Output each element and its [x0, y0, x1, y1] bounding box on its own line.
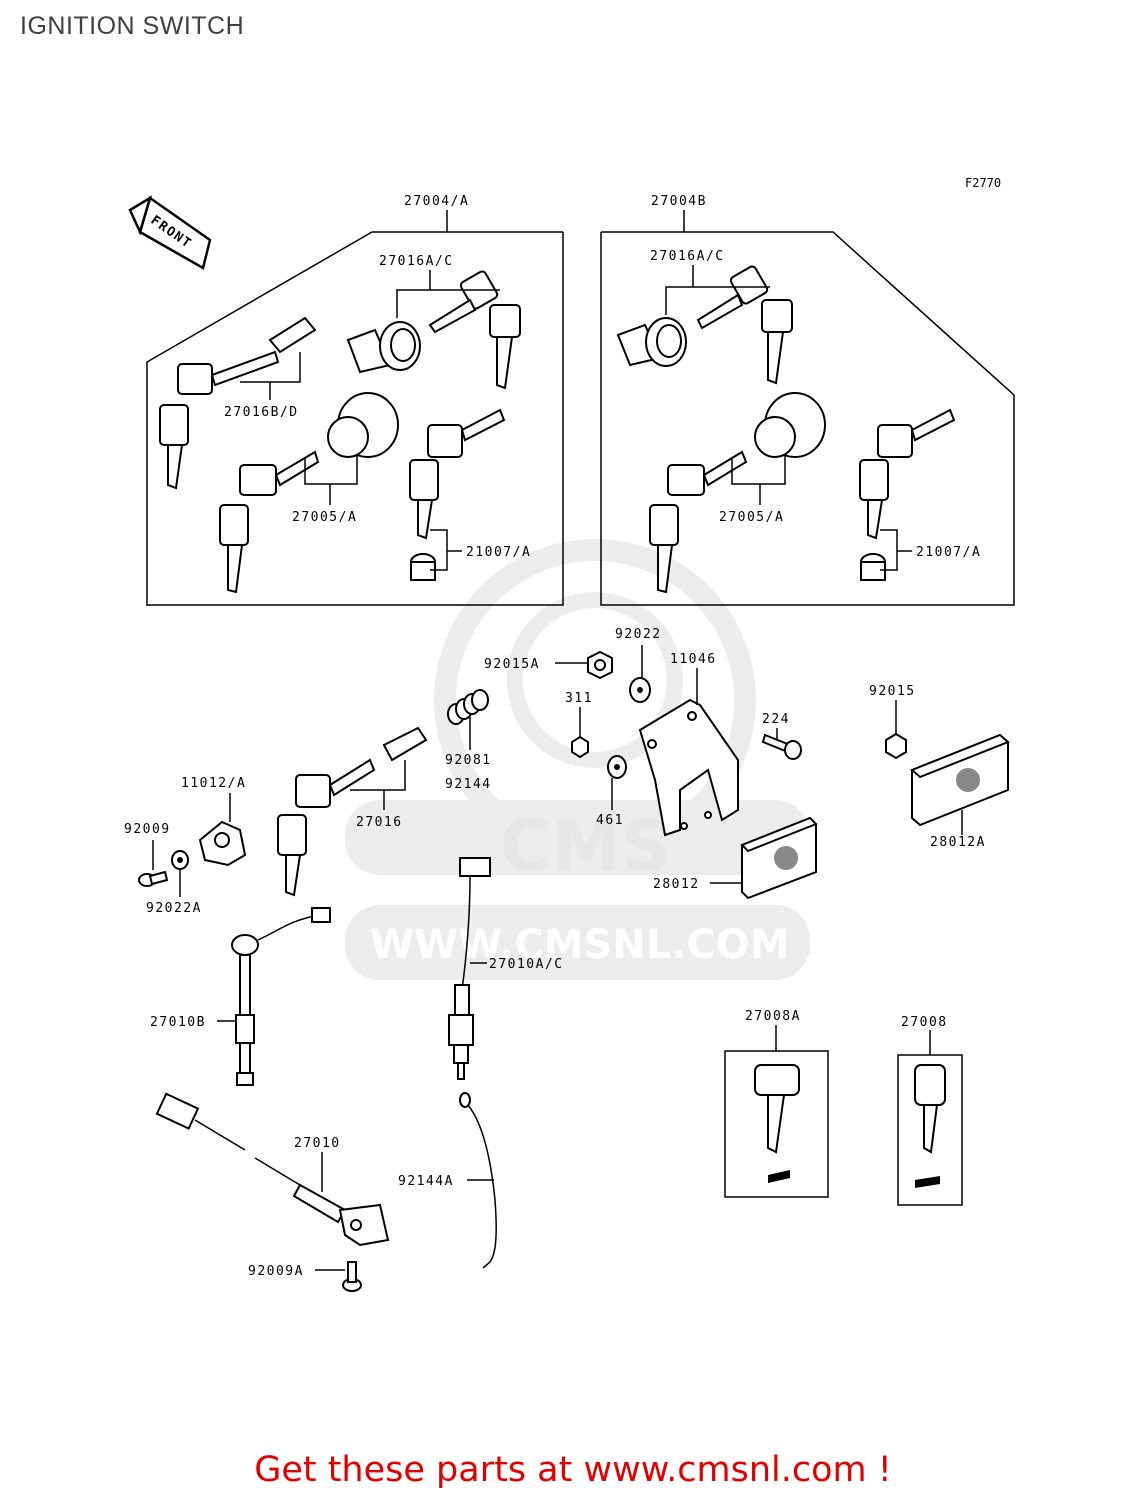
label-92015: 92015 [869, 684, 916, 699]
label-27010: 27010 [294, 1136, 341, 1151]
label-92015a: 92015A [484, 657, 540, 672]
label-27005a-right: 27005/A [719, 510, 784, 525]
label-21007a-left: 21007/A [466, 545, 531, 560]
lock-cylinder-27016bd [268, 316, 317, 354]
label-224: 224 [762, 712, 790, 727]
cap-21007a-left [410, 553, 436, 581]
key-pair-27016ac-left [428, 270, 521, 390]
label-92009: 92009 [124, 822, 171, 837]
key-pair-27005a-left [219, 450, 320, 594]
label-92144a: 92144A [398, 1174, 454, 1189]
label-11012a: 11012/A [181, 776, 246, 791]
label-27016: 27016 [356, 815, 403, 830]
switch-27010b [231, 907, 331, 1086]
label-28012: 28012 [653, 877, 700, 892]
label-27004-a: 27004/A [404, 194, 469, 209]
label-21007a-right: 21007/A [916, 545, 981, 560]
reflector-28012 [740, 816, 818, 900]
ignition-cylinder-left [346, 321, 421, 374]
footer-promo[interactable]: Get these parts at www.cmsnl.com ! [254, 1450, 892, 1490]
switch-27010ac [448, 857, 491, 1080]
front-arrow-icon: FRONT [128, 195, 212, 270]
label-28012a: 28012A [930, 835, 986, 850]
spring-92081 [447, 689, 489, 725]
key-pair-21007a-left [409, 408, 506, 540]
seat-lock-27005a-left [327, 392, 399, 458]
switch-27010 [155, 1092, 390, 1247]
label-461: 461 [596, 813, 624, 828]
washer-461 [607, 755, 627, 779]
label-27016ac-left: 27016A/C [379, 254, 454, 269]
label-27016bd: 27016B/D [224, 405, 299, 420]
label-311: 311 [565, 691, 593, 706]
washer-92022 [629, 677, 651, 703]
label-27010ac: 27010A/C [489, 957, 564, 972]
nut-92015a [587, 650, 613, 680]
label-27008a: 27008A [745, 1009, 801, 1024]
label-27004b: 27004B [651, 194, 707, 209]
key-pair-27016bd [159, 350, 280, 490]
label-92144: 92144 [445, 777, 492, 792]
screw-92009a [342, 1261, 362, 1292]
figure-code: F2770 [965, 176, 1002, 190]
cable-92144a [459, 1092, 497, 1269]
lock-cylinder-27016 [382, 726, 428, 762]
cap-21007a-right [860, 553, 886, 581]
bracket-11046 [638, 698, 739, 837]
seat-lock-27005a-right [754, 392, 826, 458]
label-92022a: 92022A [146, 901, 202, 916]
washer-92022a [171, 850, 189, 870]
nut-311 [571, 735, 589, 759]
label-27005a-left: 27005/A [292, 510, 357, 525]
watermark: CMS WWW.CMSNL.COM [345, 539, 810, 980]
nut-92015 [885, 732, 907, 760]
ignition-cylinder-right [616, 317, 687, 367]
watermark-logo: CMS [500, 805, 671, 887]
cover-11012a [198, 820, 247, 867]
label-27008: 27008 [901, 1015, 948, 1030]
label-27010b: 27010B [150, 1015, 206, 1030]
label-92009a: 92009A [248, 1264, 304, 1279]
watermark-url: WWW.CMSNL.COM [370, 922, 790, 968]
label-11046: 11046 [670, 652, 717, 667]
key-plate-27008 [897, 1054, 963, 1206]
reflector-28012a [910, 733, 1010, 827]
bolt-224 [761, 733, 802, 760]
key-pair-27016ac-right [696, 265, 793, 385]
key-pair-27016 [277, 758, 376, 897]
key-pair-21007a-right [859, 408, 956, 540]
set-box-27004b: 27004B [600, 194, 1015, 606]
key-plate-27008a [724, 1050, 829, 1198]
key-pair-27005a-right [649, 450, 748, 594]
label-92022: 92022 [615, 627, 662, 642]
label-27016ac-right: 27016A/C [650, 249, 725, 264]
screw-92009 [138, 870, 169, 887]
page-title: IGNITION SWITCH [20, 12, 245, 40]
label-92081: 92081 [445, 753, 492, 768]
set-box-27004a: 27004/A [146, 194, 564, 606]
